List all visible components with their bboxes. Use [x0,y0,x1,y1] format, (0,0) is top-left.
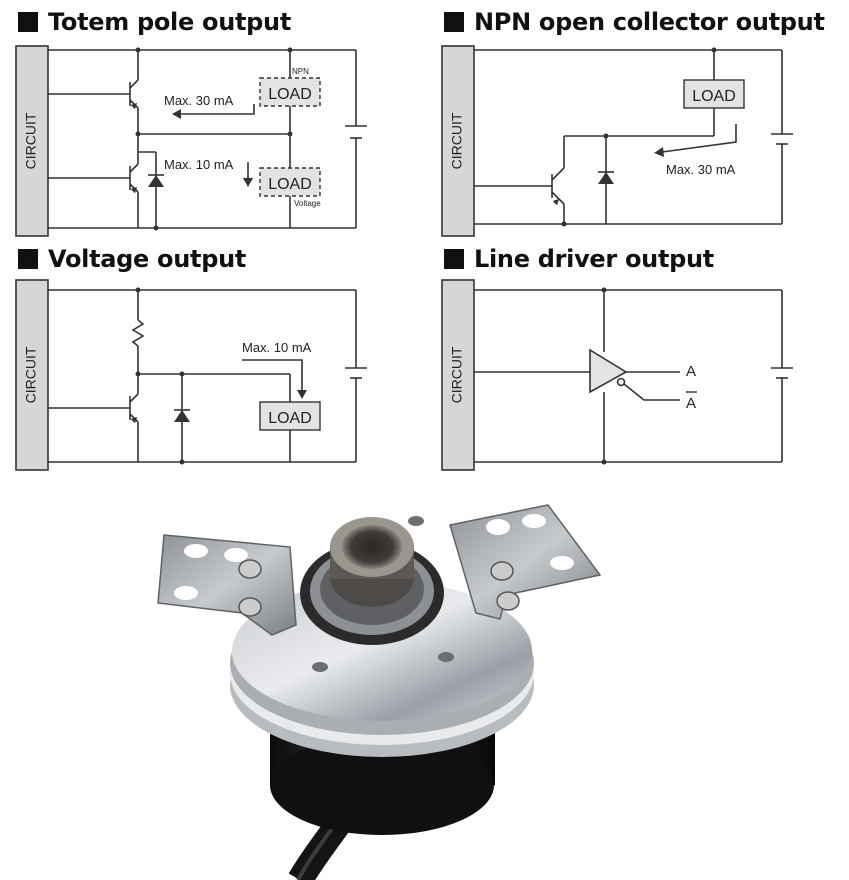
load-box-bottom [259,167,321,197]
hollow-shaft-encoder-illustration [157,504,602,880]
circuit-block [15,279,49,471]
line-driver-buffer-icon [589,348,628,394]
load-label: LOAD [268,410,312,427]
totem-pole-diagram: LOAD LOAD NPN Voltage Max. 30 mA Max. 10… [15,45,367,237]
current-label-bottom: Max. 10 mA [164,157,234,172]
circuit-label: CIRCUIT [449,112,465,169]
voltage-output-title: Voltage output [18,245,246,273]
voltage-output-diagram: LOAD Max. 10 mA CIRCUIT [15,279,367,471]
load-box [259,401,321,431]
line-driver-title: Line driver output [444,245,714,273]
load-label: LOAD [268,86,312,103]
load-label: LOAD [692,88,736,105]
circuit-label: CIRCUIT [23,346,39,403]
bullet-square-icon [444,249,464,269]
npn-tag: NPN [292,67,309,76]
output-a-label: A [686,363,696,380]
circuit-block [441,279,475,471]
current-label-top: Max. 30 mA [164,93,234,108]
bullet-square-icon [18,12,38,32]
circuit-block [15,45,49,237]
circuit-label: CIRCUIT [23,112,39,169]
line-driver-diagram: A A CIRCUIT [441,279,793,471]
output-a-bar-label: A [686,395,696,412]
current-label: Max. 10 mA [242,340,312,355]
npn-open-collector-title: NPN open collector output [444,8,825,36]
current-label: Max. 30 mA [666,162,736,177]
bullet-square-icon [18,249,38,269]
circuit-block [441,45,475,237]
voltage-tag: Voltage [294,199,321,208]
load-box [683,79,745,109]
bullet-square-icon [444,12,464,32]
totem-pole-title: Totem pole output [18,8,291,36]
npn-open-collector-diagram: LOAD Max. 30 mA CIRCUIT [441,45,793,237]
load-label: LOAD [268,176,312,193]
load-box-top [259,77,321,107]
circuit-label: CIRCUIT [449,346,465,403]
